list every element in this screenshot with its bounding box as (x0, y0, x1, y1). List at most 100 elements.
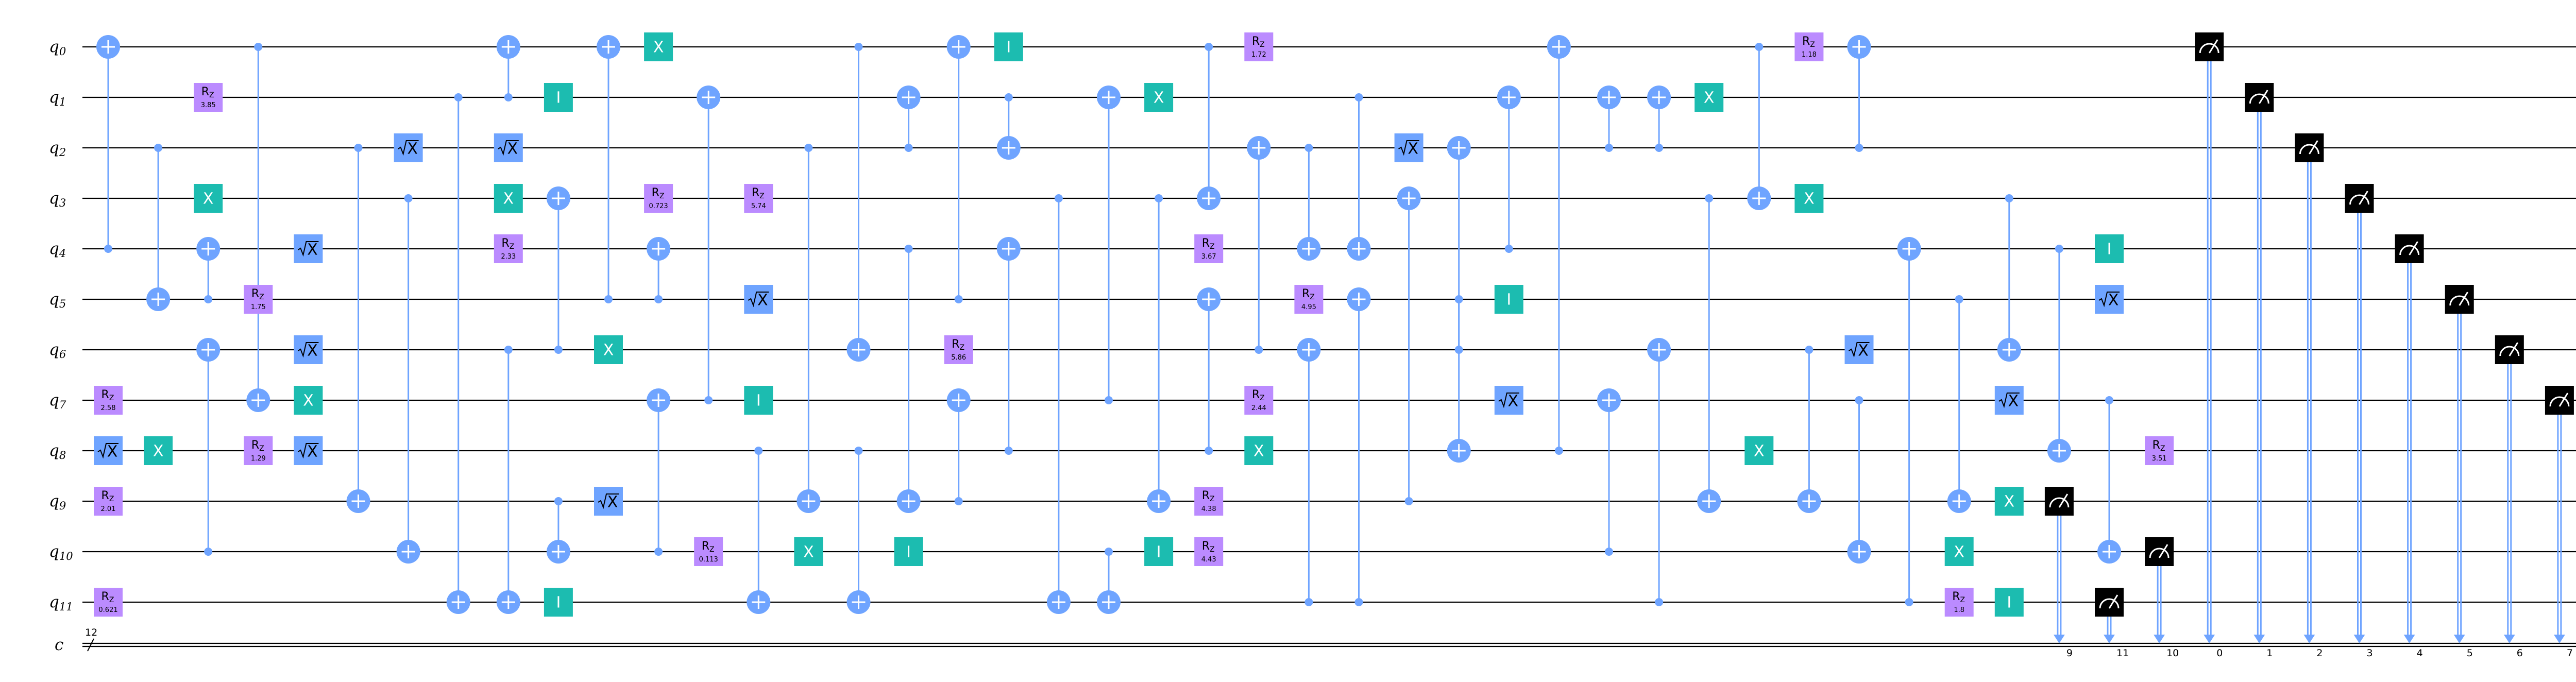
measure-gate: 5 (2445, 285, 2474, 659)
qubit-wires (82, 46, 2576, 603)
sqrt-icon (398, 140, 419, 156)
rz-gate-box (944, 335, 973, 364)
cx-gate (1397, 186, 1421, 505)
measure-gate: 4 (2395, 234, 2424, 659)
control-dot (1655, 144, 1664, 152)
cx-gate (1597, 388, 1621, 556)
meter-arc-icon (2349, 194, 2369, 205)
cx-gate (846, 447, 871, 614)
rz-gate: RZ1.18 (1794, 32, 1824, 61)
sqrt-icon (1398, 140, 1419, 156)
x-gate-label: X (153, 442, 164, 461)
cx-gate (1297, 144, 1321, 261)
cx-gate (1647, 338, 1671, 606)
rz-gate-label: RZ (1202, 237, 1215, 251)
sx-gate: X (394, 133, 423, 162)
sx-gate: X (494, 133, 523, 162)
meter-arc-icon (2249, 93, 2269, 104)
control-dot (1805, 346, 1814, 354)
rz-parameter: 0.723 (649, 202, 668, 210)
control-dot (2055, 245, 2063, 253)
meter-needle-icon (2309, 140, 2318, 155)
i-gate-label: I (2107, 241, 2112, 259)
i-gate-label: I (556, 594, 561, 612)
control-dot (154, 144, 163, 152)
i-gate-label: I (1506, 291, 1511, 309)
qubit-label: q1 (49, 88, 66, 108)
x-gate-box (594, 335, 623, 364)
sx-gate: X (1394, 133, 1423, 162)
control-dot (204, 548, 213, 556)
meter-arc-icon (2199, 43, 2219, 54)
control-dot (1004, 447, 1013, 455)
rz-gate: RZ4.43 (1194, 537, 1224, 566)
x-gate: X (794, 537, 823, 566)
i-gate-label: I (906, 543, 911, 561)
measure-box (2545, 386, 2574, 415)
cx-gate (546, 186, 570, 354)
control-dot (1354, 598, 1363, 606)
rz-gate: RZ2.33 (494, 234, 523, 263)
control-dot (1554, 447, 1563, 455)
control-dot (854, 447, 863, 455)
sqrt-icon (297, 443, 319, 459)
sx-gate-label: X (407, 140, 418, 158)
cx-gate (1097, 86, 1121, 404)
control-dot (604, 295, 613, 303)
control-dot (1404, 497, 1413, 505)
control-dot (1454, 295, 1463, 303)
measure-gate: 0 (2195, 32, 2224, 659)
rz-parameter: 4.43 (1201, 556, 1216, 564)
cx-gate (246, 43, 270, 412)
cx-gate (1697, 194, 1721, 513)
sqrt-icon (1848, 342, 1870, 358)
sqrt-icon (498, 140, 519, 156)
rz-parameter: 4.95 (1301, 303, 1316, 311)
rz-gate: RZ0.113 (694, 537, 723, 566)
control-dot (1905, 598, 1913, 606)
i-gate-box (1144, 537, 1174, 566)
meter-needle-icon (2359, 191, 2368, 205)
x-gate-label: X (2004, 493, 2015, 511)
qubit-label: q5 (49, 290, 66, 310)
sx-gate: X (294, 436, 323, 465)
cx-gate (647, 388, 671, 556)
rz-gate-box (194, 83, 223, 112)
cx-gate (896, 245, 921, 513)
control-dot (1755, 43, 1764, 51)
rz-gate-label: RZ (952, 338, 964, 352)
measure-bit-label: 7 (2567, 647, 2573, 659)
cx-gate (747, 447, 771, 614)
rz-gate: RZ4.95 (1294, 285, 1324, 314)
x-gate: X (1694, 83, 1724, 112)
rz-gate-label: RZ (1252, 35, 1265, 49)
cx-gate (1947, 295, 1971, 513)
x-gate-box (294, 386, 323, 415)
i-gate-label: I (1157, 543, 1161, 561)
cx-gate (496, 346, 520, 614)
x-gate-box (1744, 436, 1774, 465)
x-gate: X (144, 436, 173, 465)
sqrt-icon (1998, 393, 2020, 408)
rz-gate-box (244, 436, 273, 465)
sqrt-icon (748, 292, 769, 308)
x-gate: X (1744, 436, 1774, 465)
cx-gate (796, 144, 821, 513)
measure-bit-label: 4 (2417, 647, 2423, 659)
measure-gate: 10 (2145, 537, 2179, 659)
qubit-label: q0 (49, 38, 66, 58)
x-gate-label: X (603, 342, 614, 360)
rz-parameter: 0.621 (98, 606, 117, 614)
measure-bit-label: 5 (2467, 647, 2473, 659)
measure-box (2245, 83, 2274, 112)
measure-gate: 7 (2545, 386, 2574, 659)
sx-gate-label: X (507, 140, 518, 158)
rz-gate: RZ0.723 (644, 184, 673, 213)
sx-gate-label: X (107, 443, 118, 461)
rz-gate: RZ3.85 (194, 83, 223, 112)
meter-arc-icon (2099, 598, 2120, 609)
cx-gate (1447, 295, 1471, 463)
meter-needle-icon (2259, 90, 2268, 104)
cx-gate (647, 237, 671, 303)
